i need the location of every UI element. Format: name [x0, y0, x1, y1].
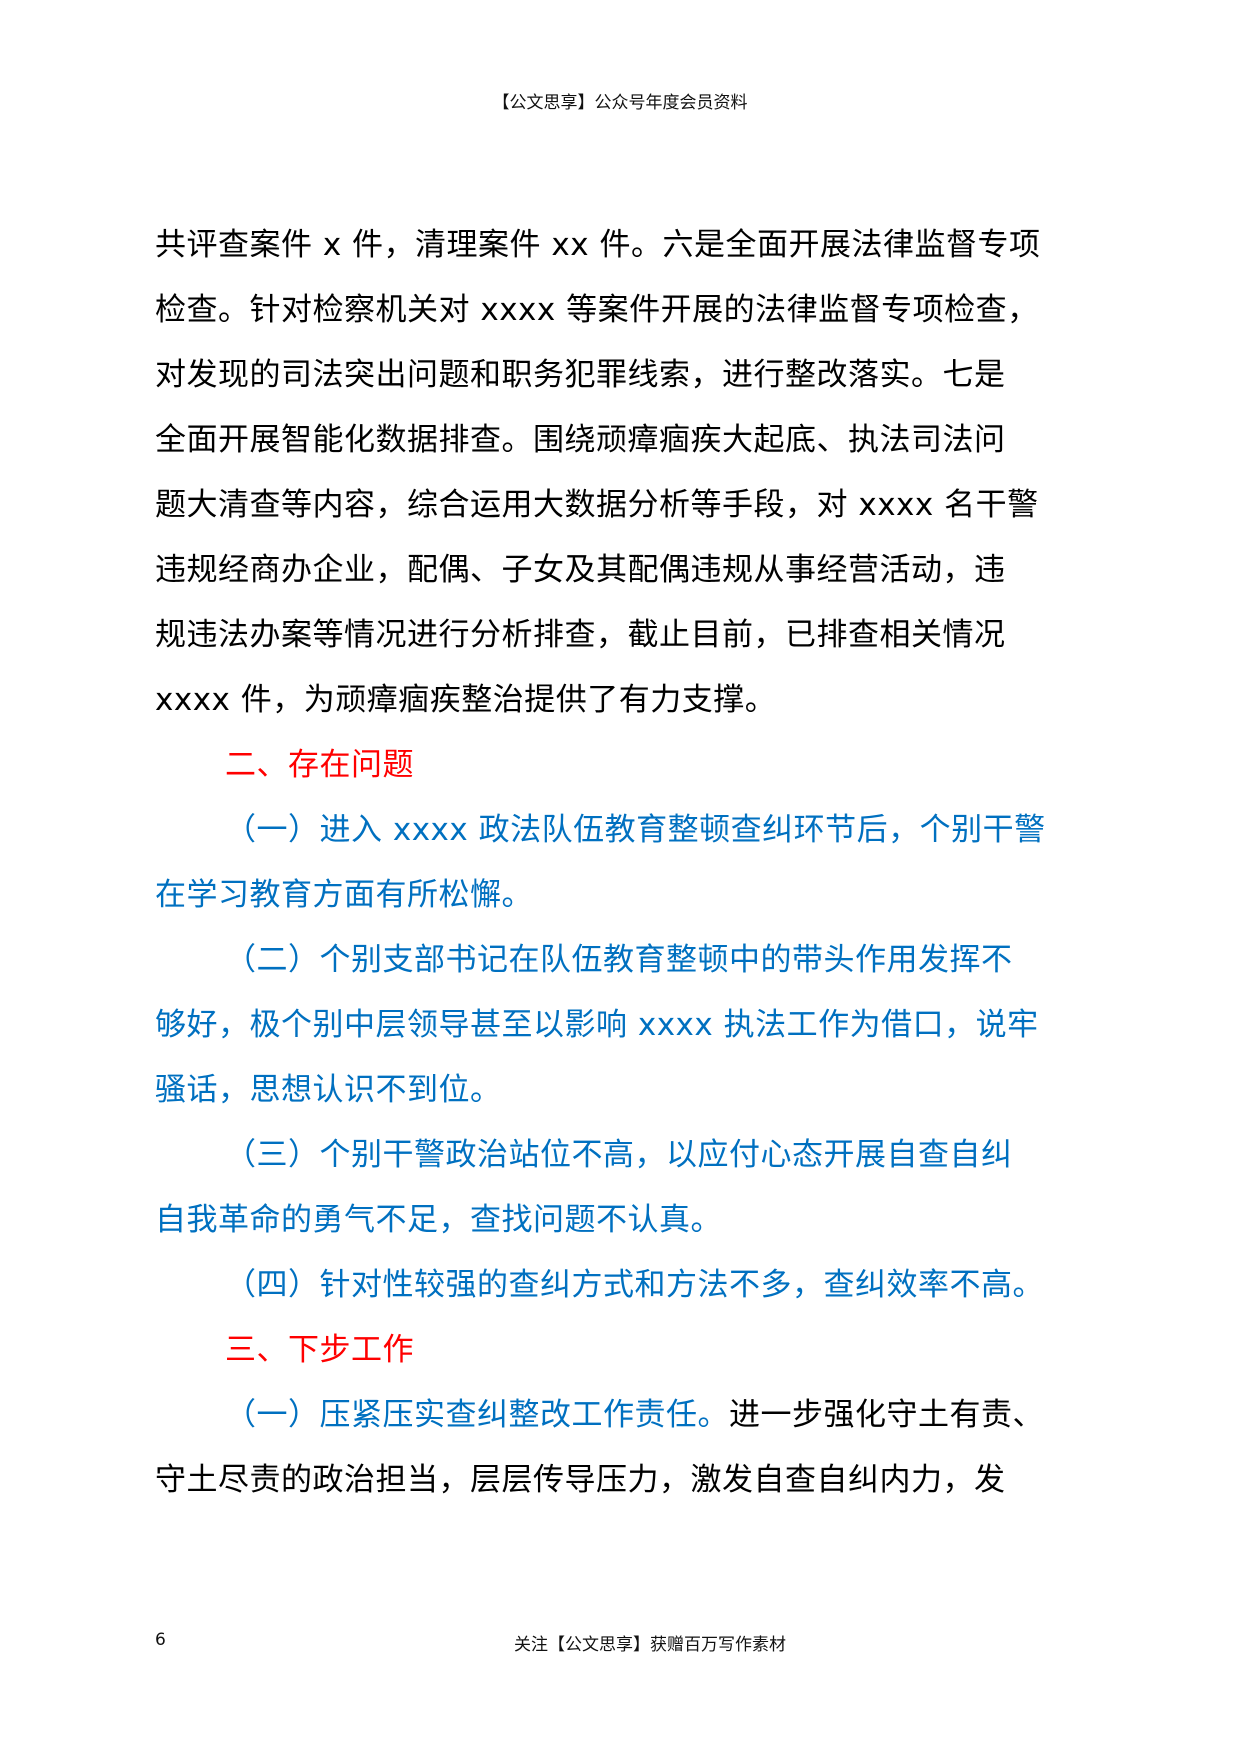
problem-item-2: （二）个别支部书记在队伍教育整顿中的带头作用发挥不 [225, 942, 1013, 978]
paragraph-line: xxxx 件，为顽瘴痼疾整治提供了有力支撑。 [155, 682, 777, 718]
problem-item-3: （三）个别干警政治站位不高，以应付心态开展自查自纠 [225, 1137, 1013, 1173]
problem-item-3-cont: 自我革命的勇气不足，查找问题不认真。 [155, 1202, 722, 1238]
paragraph-line: 全面开展智能化数据排查。围绕顽瘴痼疾大起底、执法司法问 [155, 422, 1006, 458]
problem-item-2-cont: 够好，极个别中层领导甚至以影响 xxxx 执法工作为借口，说牢 [155, 1007, 1039, 1043]
document-body: 共评查案件 x 件，清理案件 xx 件。六是全面开展法律监督专项 检查。针对检察… [155, 220, 1095, 1520]
section-heading-next-steps: 三、下步工作 [225, 1332, 414, 1368]
paragraph-line: 对发现的司法突出问题和职务犯罪线索，进行整改落实。七是 [155, 357, 1006, 393]
next-step-item-1-text: 进一步强化守土有责、 [729, 1397, 1044, 1433]
paragraph-line: 检查。针对检察机关对 xxxx 等案件开展的法律监督专项检查， [155, 292, 1039, 328]
next-step-item-1: （一）压紧压实查纠整改工作责任。进一步强化守土有责、 [155, 1390, 1095, 1455]
problem-item-1: （一）进入 xxxx 政法队伍教育整顿查纠环节后，个别干警 [225, 812, 1046, 848]
paragraph-line: 违规经商办企业，配偶、子女及其配偶违规从事经营活动，违 [155, 552, 1006, 588]
paragraph-line: 守土尽责的政治担当，层层传导压力，激发自查自纠内力，发 [155, 1462, 1006, 1498]
problem-item-2-cont: 骚话，思想认识不到位。 [155, 1072, 502, 1108]
problem-item-1-cont: 在学习教育方面有所松懈。 [155, 877, 533, 913]
problem-item-4: （四）针对性较强的查纠方式和方法不多，查纠效率不高。 [225, 1267, 1044, 1303]
page-footer: 关注【公文思享】获赠百万写作素材 [514, 1635, 786, 1655]
page-header: 【公文思享】公众号年度会员资料 [492, 93, 748, 113]
paragraph-line: 题大清查等内容，综合运用大数据分析等手段，对 xxxx 名干警 [155, 487, 1039, 523]
section-heading-problems: 二、存在问题 [225, 747, 414, 783]
paragraph-line: 规违法办案等情况进行分析排查，截止目前，已排查相关情况 [155, 617, 1006, 653]
paragraph-line: 共评查案件 x 件，清理案件 xx 件。六是全面开展法律监督专项 [155, 227, 1041, 263]
page-number: 6 [155, 1630, 166, 1650]
next-step-item-1-title: （一）压紧压实查纠整改工作责任。 [225, 1397, 729, 1433]
